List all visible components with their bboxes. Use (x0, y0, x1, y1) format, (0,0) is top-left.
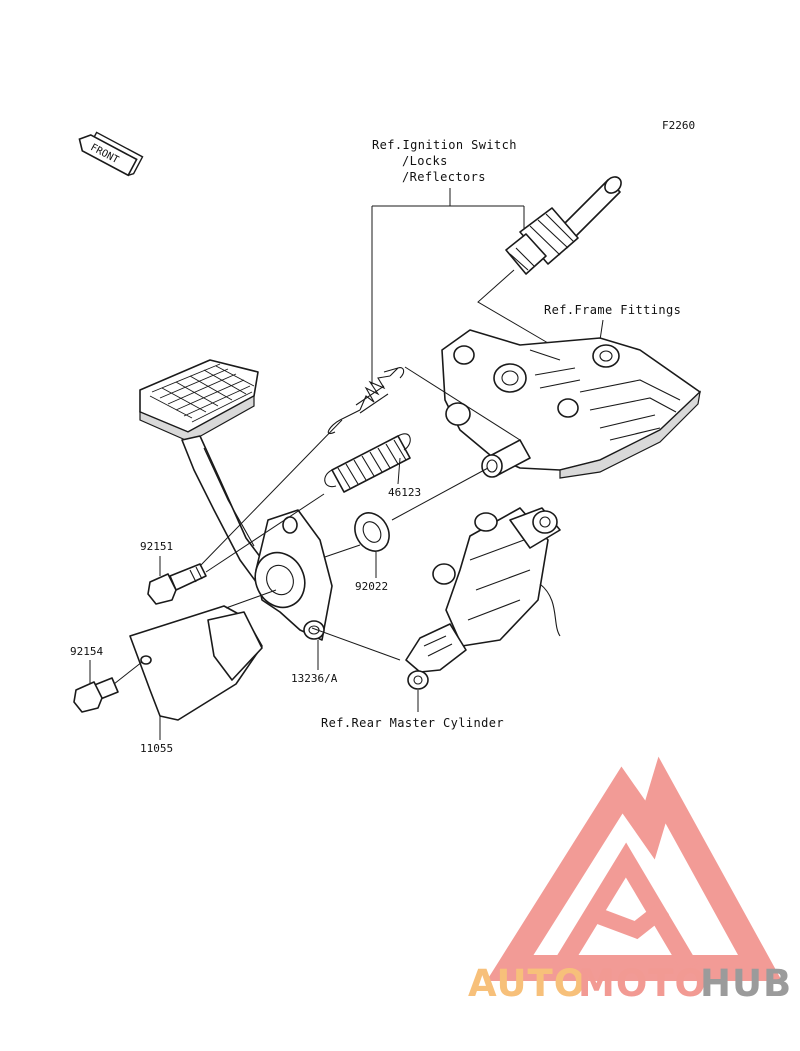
automotohub-wordmark: AUTO MOTO HUB (468, 962, 792, 1005)
ref-locks-label: /Locks (402, 154, 448, 168)
ref-ignition-switch-label: Ref.Ignition Switch (372, 138, 517, 152)
automotohub-logo-icon (486, 756, 782, 981)
pedal-to-cylinder-leader (311, 627, 401, 661)
bolt-lower-part-number: 92154 (70, 645, 103, 658)
rear-master-cylinder (405, 507, 561, 690)
ref-rear-master-cylinder-label: Ref.Rear Master Cylinder (321, 716, 504, 730)
spring-to-frame-leader (404, 366, 521, 441)
frame-ref-leader (599, 319, 604, 341)
return-spring-upper (327, 367, 405, 434)
brake-pedal (139, 359, 333, 641)
bolt-lower (73, 677, 119, 713)
wordmark-auto: AUTO (468, 962, 586, 1005)
figure-code: F2260 (662, 119, 695, 132)
washer (354, 512, 390, 552)
frame-fitting-bracket (441, 329, 701, 479)
coil-spring (324, 433, 411, 493)
washer-part-number: 92022 (355, 580, 388, 593)
washer-to-shaft-leader (391, 467, 489, 521)
bracket-to-pedal-leader (225, 589, 277, 609)
bolt-lower-leader (113, 661, 143, 685)
switch-leader (477, 269, 549, 344)
ref-frame-fittings-label: Ref.Frame Fittings (544, 303, 681, 317)
spring-part-leader (397, 457, 401, 485)
bracket-part-number: 11055 (140, 742, 173, 755)
brake-light-switch (505, 176, 622, 275)
spring-part-number: 46123 (388, 486, 421, 499)
wordmark-moto: MOTO (578, 962, 707, 1005)
pedal-part-number: 13236/A (291, 672, 338, 685)
ignition-ref-bracket (371, 188, 525, 385)
wordmark-hub: HUB (700, 962, 792, 1005)
ref-reflectors-label: /Reflectors (402, 170, 486, 184)
bolt-upper-leader-a (199, 419, 343, 567)
bolt-upper-leader-b (205, 493, 325, 573)
bolt-upper-part-number: 92151 (140, 540, 173, 553)
front-direction-arrow-icon: FRONT (78, 131, 144, 177)
bolt-upper (147, 563, 207, 605)
bracket-plate (129, 605, 263, 721)
